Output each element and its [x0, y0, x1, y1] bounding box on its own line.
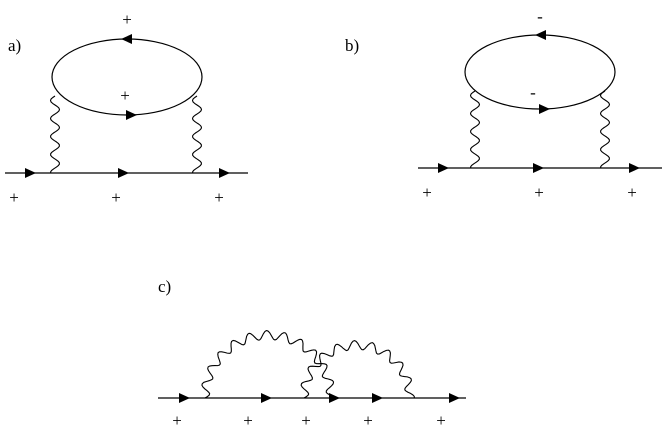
panel-c: c) + + + + + [158, 277, 466, 430]
panel-c-line-sign-2: + [243, 411, 253, 430]
panel-a-line-sign-2: + [111, 188, 121, 207]
panel-b-line-sign-1: + [422, 183, 432, 202]
panel-c-photon-outer [201, 330, 335, 399]
panel-c-photon-inner [300, 340, 415, 399]
panel-b-line-sign-3: + [627, 183, 637, 202]
panel-a-line-arrow-1 [25, 168, 36, 178]
panel-c-line-arrow-1 [179, 393, 190, 403]
panel-b-line-sign-2: + [534, 183, 544, 202]
panel-a-line-sign-1: + [9, 188, 19, 207]
panel-a-photon-right [191, 95, 203, 174]
panel-c-line-sign-4: + [363, 411, 373, 430]
panel-a: a) + + + + + [5, 10, 248, 207]
panel-a-loop-bottom-arrow [126, 110, 137, 120]
panel-a-loop-top-arrow [121, 34, 132, 44]
panel-b-loop-bottom-arrow [539, 104, 550, 114]
panel-c-line-arrow-4 [372, 393, 383, 403]
panel-a-label: a) [8, 36, 21, 55]
panel-c-line-sign-1: + [172, 411, 182, 430]
panel-c-line-sign-5: + [436, 411, 446, 430]
panel-a-line-sign-3: + [214, 188, 224, 207]
panel-b-photon-left [469, 90, 481, 169]
panel-c-line-arrow-3 [329, 393, 340, 403]
panel-b-loop-top-arrow [535, 30, 546, 40]
panel-b: b) - - + + + [345, 7, 662, 202]
panel-a-photon-left [49, 95, 61, 174]
panel-b-fermion-loop [464, 34, 616, 110]
panel-c-line-arrow-2 [261, 393, 272, 403]
panel-b-photon-right [599, 90, 611, 169]
panel-a-loop-bottom-sign: + [120, 86, 130, 105]
panel-a-loop-top-sign: + [122, 10, 132, 29]
panel-b-line-arrow-1 [438, 163, 449, 173]
panel-a-line-arrow-2 [118, 168, 129, 178]
panel-b-line-arrow-2 [533, 163, 544, 173]
panel-c-label: c) [158, 277, 171, 296]
panel-b-loop-bottom-sign: - [530, 83, 536, 102]
panel-b-label: b) [345, 36, 359, 55]
panel-c-line-arrow-5 [449, 393, 460, 403]
panel-c-line-sign-3: + [301, 411, 311, 430]
panel-a-line-arrow-3 [219, 168, 230, 178]
panel-b-line-arrow-3 [629, 163, 640, 173]
panel-b-loop-top-sign: - [537, 7, 543, 26]
